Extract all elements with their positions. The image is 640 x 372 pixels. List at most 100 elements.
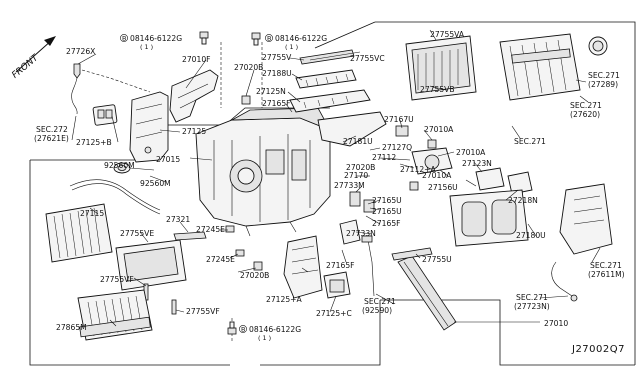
label-sec271-f: SEC.271: [516, 293, 548, 302]
front-arrow-icon: FRONT: [10, 36, 56, 81]
label-sec272-code-visible: (27621E): [34, 134, 69, 143]
label-27165u-a: 27165U: [372, 196, 402, 205]
bolt-callout-top-left: B 08146-6122G ( 1 ): [120, 34, 182, 51]
label-27015: 27015: [156, 155, 180, 164]
label-27218n: 27218N: [508, 196, 538, 205]
part-27755vf-strip[interactable]: [143, 283, 177, 315]
label-27321: 27321: [166, 215, 190, 224]
part-27165u-sensor[interactable]: [349, 191, 375, 213]
label-27755vf-a: 27755VF: [100, 275, 134, 284]
part-intake-box[interactable]: [559, 183, 613, 255]
part-27218n-actuator[interactable]: [507, 171, 533, 195]
label-27755u: 27755U: [422, 255, 452, 264]
part-27181u-duct[interactable]: [317, 111, 387, 147]
label-bolt-code-b: 08146-6122G: [275, 34, 327, 43]
part-27015-heater-unit-housing[interactable]: [195, 107, 331, 237]
label-92560m-a: 92560M: [104, 161, 135, 170]
label-27127q: 27127Q: [382, 143, 412, 152]
label-27167u: 27167U: [384, 115, 414, 124]
part-27125n-duct[interactable]: [289, 89, 371, 113]
label-27165f-mid: 27165F: [372, 219, 401, 228]
label-27112a-visible: 27112+A: [400, 165, 437, 174]
part-27123n-resistor[interactable]: [475, 167, 505, 191]
svg-text:B: B: [241, 326, 245, 334]
label-27755vb: 27755VB: [420, 85, 455, 94]
part-sec271-hose[interactable]: [361, 235, 375, 297]
part-evaporator-core[interactable]: [499, 33, 581, 101]
part-27245e-clip[interactable]: [225, 225, 245, 257]
label-27165f-low: 27165F: [326, 261, 355, 270]
label-27115: 27115: [80, 209, 104, 218]
diagram-id: J27002Q7: [571, 344, 625, 355]
part-27180u-blower-case[interactable]: [449, 189, 529, 247]
label-27020b-top: 27020B: [234, 63, 263, 72]
label-27020b-mid: 27020B: [346, 163, 375, 172]
part-27865m-filter[interactable]: [77, 289, 153, 341]
label-bolt-qty-c: ( 1 ): [258, 334, 271, 342]
bolt-icon-top-left[interactable]: [199, 31, 209, 45]
label-27112: 27112: [372, 153, 396, 162]
label-27755va: 27755VA: [430, 30, 465, 39]
part-27125b-bracket[interactable]: [92, 104, 118, 126]
front-label: FRONT: [10, 52, 41, 80]
part-27010-duct[interactable]: [397, 255, 457, 331]
label-27733m: 27733M: [334, 181, 365, 190]
label-sec271-f-code: (27723N): [514, 302, 550, 311]
label-sec271-c: SEC.271: [514, 137, 546, 146]
label-27755vf-b: 27755VF: [186, 307, 220, 316]
label-27010f: 27010F: [182, 55, 211, 64]
part-27125a-duct[interactable]: [283, 235, 323, 299]
label-27245e-a: 27245E: [196, 225, 225, 234]
label-27125n: 27125N: [256, 87, 286, 96]
part-27115-heater-core[interactable]: [45, 203, 113, 263]
label-27755vc: 27755VC: [350, 54, 385, 63]
label-27865m: 27865M: [56, 323, 87, 332]
part-labels: 27726X B 08146-6122G ( 1 ) B 08146-6122G…: [36, 30, 625, 355]
label-bolt-code-a: 08146-6122G: [130, 34, 182, 43]
label-27010a-a: 27010A: [424, 125, 454, 134]
label-sec272: SEC.272: [36, 125, 68, 134]
part-27125c-bracket[interactable]: [323, 271, 351, 299]
label-sec271-d-code: (27611M): [588, 270, 625, 279]
part-27167u-actuator[interactable]: [395, 125, 409, 137]
label-27020b-low: 27020B: [240, 271, 269, 280]
label-bolt-code-c: 08146-6122G: [249, 325, 301, 334]
label-27755ve: 27755VE: [120, 229, 154, 238]
part-27755u-seal[interactable]: [391, 247, 433, 261]
label-27245e-b: 27245E: [206, 255, 235, 264]
label-27125b: 27125+B: [76, 138, 112, 147]
label-27010: 27010: [544, 319, 568, 328]
label-92560m-b: 92560M: [140, 179, 171, 188]
part-27188u-grille[interactable]: [295, 69, 357, 89]
bolt-callout-bottom: B 08146-6122G ( 1 ): [239, 325, 301, 342]
label-27125: 27125: [182, 127, 206, 136]
bolt-callout-top-right: B 08146-6122G ( 1 ): [265, 34, 327, 51]
leader-lines: [71, 29, 601, 327]
label-sec271-e: SEC.271: [364, 297, 396, 306]
bolt-icon-bottom[interactable]: [227, 321, 237, 335]
label-27010a-c: 27010A: [422, 171, 452, 180]
part-27733n-actuator[interactable]: [339, 219, 361, 245]
part-27321-seal[interactable]: [173, 231, 207, 241]
label-27165f-top: 27165F: [262, 99, 291, 108]
label-27156u: 27156U: [428, 183, 458, 192]
bolt-icon-top-right[interactable]: [251, 32, 261, 46]
part-27755va-seal-frame[interactable]: [405, 35, 477, 101]
part-27755ve-seal-frame[interactable]: [115, 239, 187, 291]
label-sec271-a: SEC.271: [588, 71, 620, 80]
part-27611m-wire[interactable]: [551, 261, 578, 302]
label-sec271-b-code: (27620): [570, 110, 600, 119]
label-sec271-a-code: (27289): [588, 80, 618, 89]
svg-text:B: B: [267, 35, 271, 43]
part-27125-duct[interactable]: [129, 91, 169, 163]
label-bolt-qty-b: ( 1 ): [285, 43, 298, 51]
part-27010f-duct[interactable]: [169, 69, 219, 123]
part-grommet-icon[interactable]: [588, 36, 608, 56]
label-sec271-d: SEC.271: [590, 261, 622, 270]
label-27125c: 27125+C: [316, 309, 352, 318]
part-92560m-hose[interactable]: [69, 179, 161, 215]
part-27112-motor[interactable]: [411, 147, 453, 175]
part-27726x-sensor[interactable]: [71, 63, 151, 115]
